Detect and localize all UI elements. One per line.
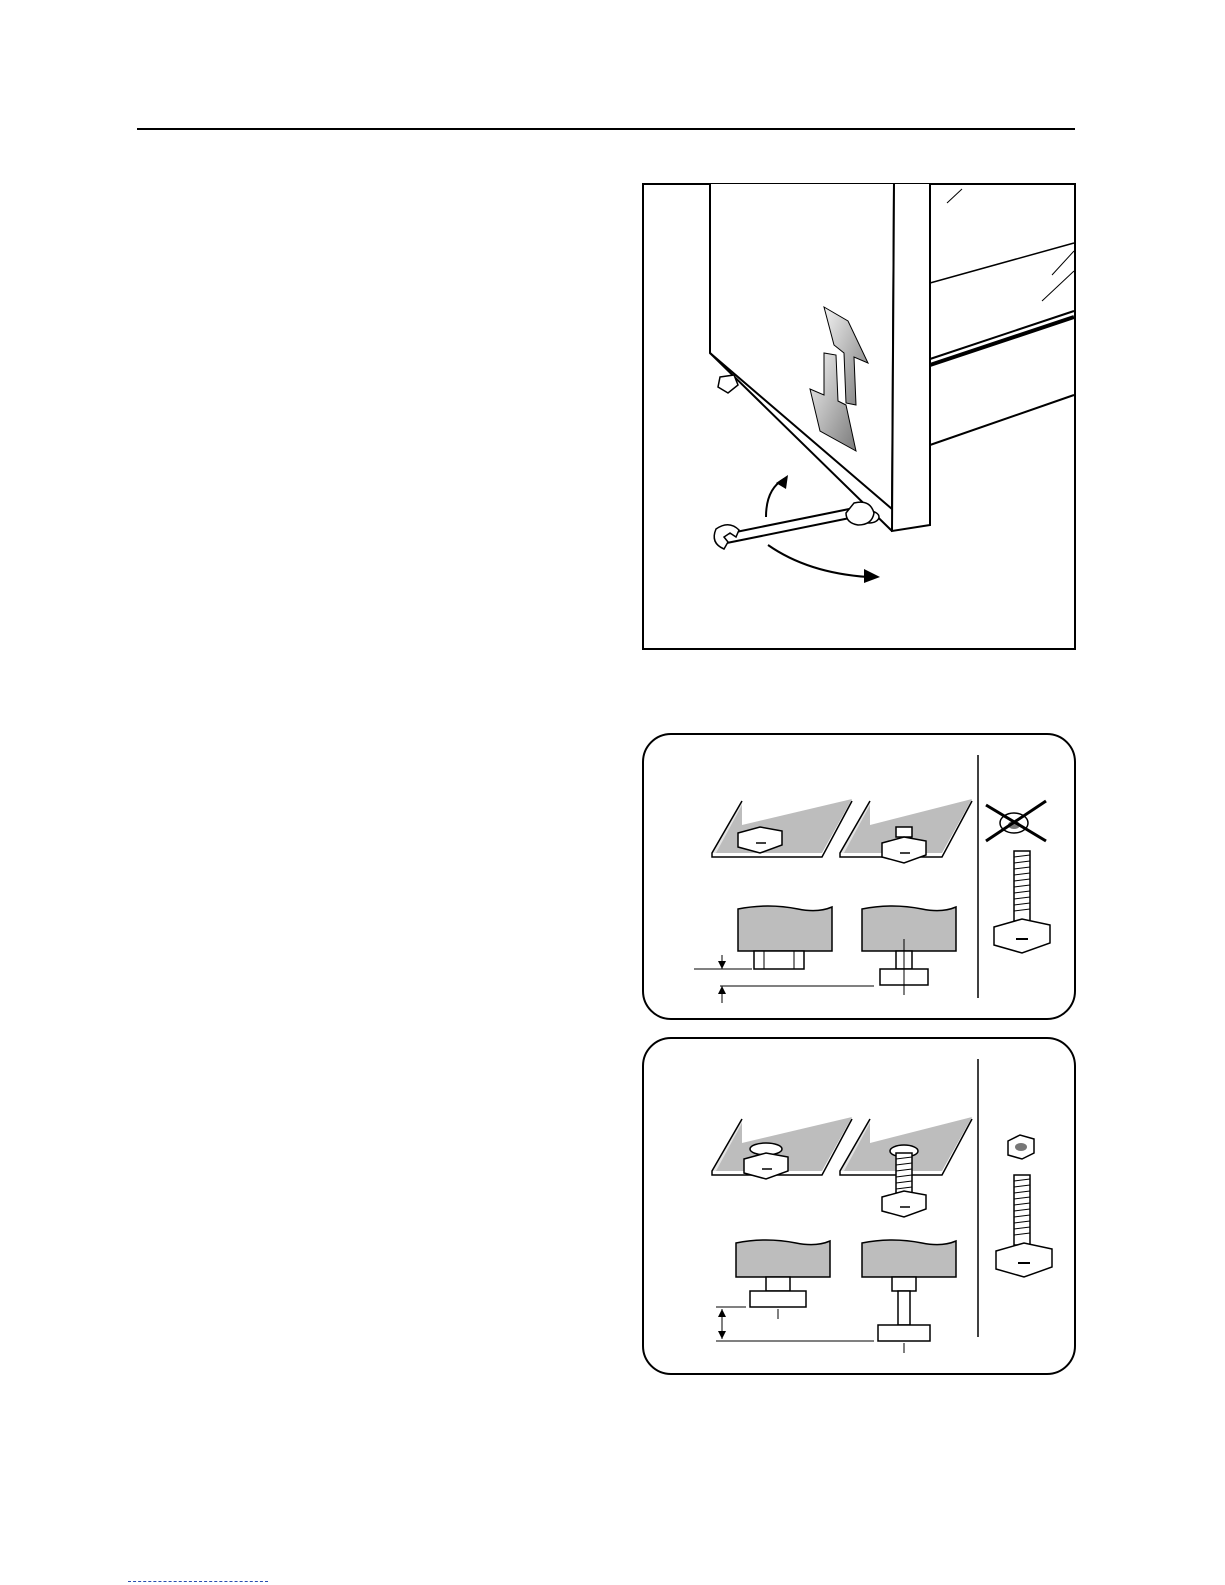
fridge-levelling-figure: [642, 183, 1076, 650]
foot-adjust-figure-a: [642, 733, 1076, 1020]
footnote-link-rule: [128, 1581, 268, 1583]
foot-adjust-figure-b: [642, 1037, 1076, 1375]
foot-lock-nut-fitted-icon: [642, 1037, 1076, 1375]
header-rule: [137, 128, 1075, 130]
foot-lock-nut-removed-icon: [642, 733, 1076, 1020]
adjustable-foot-wrench-icon: [642, 183, 1076, 650]
